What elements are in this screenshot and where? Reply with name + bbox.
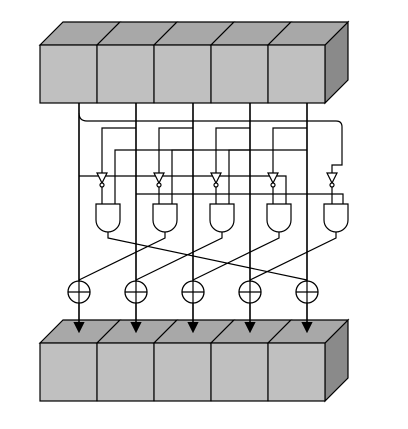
input-cell-3: [209, 21, 293, 104]
output-state-row: [38, 318, 350, 403]
and-gate-4: [323, 203, 349, 233]
xor-gate-0: [67, 280, 91, 304]
and-gates: [95, 203, 349, 233]
input-cell-0: [38, 21, 122, 104]
input-cell-4: [266, 21, 350, 104]
input-cell-1: [95, 21, 179, 104]
xor-gate-2: [181, 280, 205, 304]
and-gate-1: [152, 203, 178, 233]
xor-gate-3: [238, 280, 262, 304]
and-second-input-wires: [79, 149, 344, 204]
output-cell-4: [266, 319, 350, 402]
xor-gate-4: [295, 280, 319, 304]
xor-gate-1: [124, 280, 148, 304]
output-cell-0: [38, 319, 122, 402]
xor-gates: [67, 280, 319, 304]
not-gates: [96, 172, 338, 204]
and-gate-3: [266, 203, 292, 233]
and-gate-2: [209, 203, 235, 233]
and-output-wires: [78, 232, 337, 281]
input-state-row: [38, 20, 350, 105]
not-input-wires: [101, 127, 307, 173]
and-gate-0: [95, 203, 121, 233]
not-gate-4: [326, 172, 338, 204]
not-gate-2: [210, 172, 222, 204]
output-cell-3: [209, 319, 293, 402]
wraparound-wire: [78, 112, 343, 173]
not-gate-0: [96, 172, 108, 204]
not-gate-3: [267, 172, 279, 204]
not-gate-1: [153, 172, 165, 204]
